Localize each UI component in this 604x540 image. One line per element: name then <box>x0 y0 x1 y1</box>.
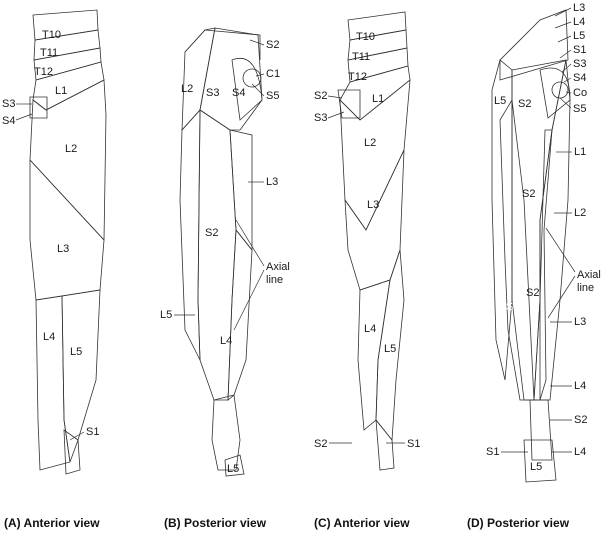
panel-a-label-l1: L1 <box>55 85 67 97</box>
panel-c-anterior: T10 T11 T12 S2 S3 L1 L2 L3 L4 L5 S2 S1 <box>314 11 420 471</box>
panel-b-l2-zone <box>181 27 216 132</box>
panel-b-label-s4: S4 <box>232 87 245 99</box>
panel-d-label-s5: S5 <box>573 103 586 115</box>
panel-c-label-l4: L4 <box>364 323 376 335</box>
panel-b-s4-zone <box>231 58 263 121</box>
panel-d-label-l3-right: L3 <box>574 316 586 328</box>
panel-b-label-c1: C1 <box>266 68 280 80</box>
panel-d-label-s2-right: S2 <box>574 414 587 426</box>
panel-a-l2-zone <box>29 79 107 242</box>
panel-d-label-s2-mid: S2 <box>522 188 535 200</box>
panel-a-label-l2: L2 <box>65 143 77 155</box>
panel-d-label-line: line <box>577 282 594 294</box>
panel-d-label-s1-foot: S1 <box>486 446 499 458</box>
panel-b-caption: (B) Posterior view <box>164 516 267 530</box>
panel-d-label-l2: L2 <box>574 207 586 219</box>
panel-d-foot-s2 <box>529 399 553 461</box>
panel-c-label-t10: T10 <box>356 31 375 43</box>
panel-a-caption: (A) Anterior view <box>4 516 100 530</box>
panel-d-label-l4-right: L4 <box>574 380 586 392</box>
panel-b-label-l3: L3 <box>266 176 278 188</box>
panel-a-label-l5: L5 <box>70 346 82 358</box>
panel-d-label-l3: L3 <box>573 2 585 14</box>
panel-c-label-s2-foot: S2 <box>314 438 327 450</box>
panel-b-label-line: line <box>266 274 283 286</box>
panel-a-label-s4: S4 <box>2 115 15 127</box>
panel-d-l5-left <box>491 59 513 381</box>
panel-d-label-s2-low: S2 <box>526 287 539 299</box>
panel-b-s1-zone <box>211 394 241 471</box>
panel-d-foot-l5 <box>523 439 557 483</box>
panel-b-label-s2: S2 <box>205 227 218 239</box>
panel-c-label-l1: L1 <box>372 93 384 105</box>
panel-a-label-t12: T12 <box>34 66 53 78</box>
panel-d-label-l4-foot: L4 <box>574 446 586 458</box>
panel-a-label-s3: S3 <box>2 98 15 110</box>
panel-b-label-l5-foot: L5 <box>227 463 239 475</box>
panel-d-label-s4: S4 <box>573 72 586 84</box>
panel-b-label-l2: L2 <box>181 83 193 95</box>
panel-c-s1-zone <box>375 418 395 471</box>
panel-c-l4-zone <box>357 279 391 431</box>
panel-b-posterior: S2 L2 S3 S4 C1 S5 L3 S2 Axial line L5 L4… <box>160 27 290 477</box>
panel-a-s3-s4-patch <box>29 96 48 119</box>
panel-a-label-t10: T10 <box>42 29 61 41</box>
panel-b-s2-strip <box>197 109 237 401</box>
panel-c-label-s3: S3 <box>314 112 327 124</box>
panel-b-l4-zone <box>227 228 253 401</box>
panel-b-l5-foot <box>224 454 245 477</box>
panel-d-caption: (D) Posterior view <box>467 516 570 530</box>
panel-b-outline-top <box>184 29 261 60</box>
panel-c-label-l3: L3 <box>367 199 379 211</box>
panel-d-label-l5-left: L5 <box>494 95 506 107</box>
panel-d-label-axial: Axial <box>577 269 601 281</box>
panel-c-label-l2: L2 <box>364 137 376 149</box>
panel-d-label-s3: S3 <box>573 58 586 70</box>
panel-c-label-t11: T11 <box>352 51 370 63</box>
panel-b-label-s3: S3 <box>206 87 219 99</box>
panel-d-label-l5: L5 <box>573 30 585 42</box>
panel-b-label-s1: S1 <box>218 426 231 438</box>
panel-d-label-s1: S1 <box>573 44 586 56</box>
panel-d-sacral-rings <box>539 67 571 119</box>
panel-b-c1-ring <box>242 68 262 88</box>
panel-a-label-s1: S1 <box>86 426 99 438</box>
panel-a-l3-zone <box>29 158 105 301</box>
panel-d-s2-strip <box>511 59 567 401</box>
panel-b-label-s2-top: S2 <box>266 39 279 51</box>
panel-c-label-l5: L5 <box>384 343 396 355</box>
panel-a-label-t11: T11 <box>40 47 58 59</box>
panel-d-label-l5-foot: L5 <box>530 461 542 473</box>
panel-a-label-l4: L4 <box>43 331 55 343</box>
panel-c-l5-zone <box>375 249 405 442</box>
panel-d-label-s2: S2 <box>518 98 531 110</box>
panel-b-label-l4: L4 <box>220 335 232 347</box>
panel-c-label-s2: S2 <box>314 90 327 102</box>
panel-c-l3-zone <box>344 149 405 291</box>
panel-b-l5-zone <box>179 108 201 361</box>
panel-a-label-l3: L3 <box>57 243 69 255</box>
panel-d-label-s1-mid: S1 <box>506 301 519 313</box>
panel-b-label-s5: S5 <box>266 90 279 102</box>
panel-b-label-l5: L5 <box>160 309 172 321</box>
panel-a-s1-zone <box>63 429 81 475</box>
panel-d-right-light <box>539 59 571 401</box>
panel-c-label-t12: T12 <box>348 71 367 83</box>
panel-a-anterior: T10 T11 T12 L1 S3 S4 L2 L3 L4 L5 S1 <box>2 9 107 475</box>
panel-c-caption: (C) Anterior view <box>314 516 410 530</box>
panel-d-top-bands <box>499 9 569 81</box>
panel-d-label-co: Co <box>573 87 587 99</box>
panel-b-s3-zone <box>199 27 263 131</box>
panel-d-posterior: L3 L4 L5 S1 S3 S4 Co S5 L5 S2 L1 S2 L2 A… <box>486 2 601 483</box>
panel-d-s1-strip <box>499 98 535 401</box>
panel-c-s2-s3-patch <box>337 89 361 119</box>
panel-c-label-s1: S1 <box>407 438 420 450</box>
panel-d-right-grey <box>533 129 553 401</box>
panel-d-label-l1: L1 <box>574 146 586 158</box>
panel-d-label-l4: L4 <box>573 16 585 28</box>
panel-b-label-axial: Axial <box>266 261 290 273</box>
